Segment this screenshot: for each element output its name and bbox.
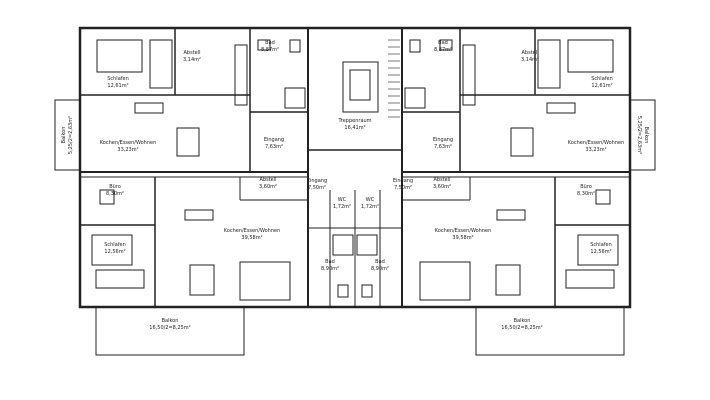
kitchen-counter — [462, 44, 476, 106]
kitchen-counter — [234, 44, 248, 106]
stair-treads — [388, 39, 400, 118]
bed — [567, 39, 614, 73]
desk — [99, 189, 115, 205]
toilet — [361, 284, 373, 298]
bottom-left-balcony-outline — [95, 306, 245, 356]
sofa — [184, 209, 214, 221]
dining-table — [176, 127, 200, 157]
bed — [96, 39, 143, 73]
dining-table — [189, 264, 215, 296]
sofa — [134, 102, 164, 114]
sink — [439, 39, 453, 51]
sofa — [546, 102, 576, 114]
bed — [577, 234, 619, 266]
dining-table — [510, 127, 534, 157]
desk — [595, 189, 611, 205]
right-balcony-outline — [629, 99, 656, 171]
wardrobe — [565, 269, 615, 289]
wardrobe — [149, 39, 173, 89]
toilet — [337, 284, 349, 298]
kitchen-counter — [239, 261, 291, 301]
dining-table — [495, 264, 521, 296]
bathtub — [284, 87, 306, 109]
sink — [257, 39, 271, 51]
bathtub — [356, 234, 378, 256]
sofa — [496, 209, 526, 221]
bathtub — [332, 234, 354, 256]
stair-core — [342, 61, 379, 113]
toilet — [289, 39, 301, 53]
kitchen-counter — [419, 261, 471, 301]
toilet — [409, 39, 421, 53]
stair-eye — [349, 69, 371, 101]
bed — [91, 234, 133, 266]
wardrobe — [95, 269, 145, 289]
left-balcony-outline — [54, 99, 81, 171]
wardrobe — [537, 39, 561, 89]
bottom-right-balcony-outline — [475, 306, 625, 356]
bathtub — [404, 87, 426, 109]
